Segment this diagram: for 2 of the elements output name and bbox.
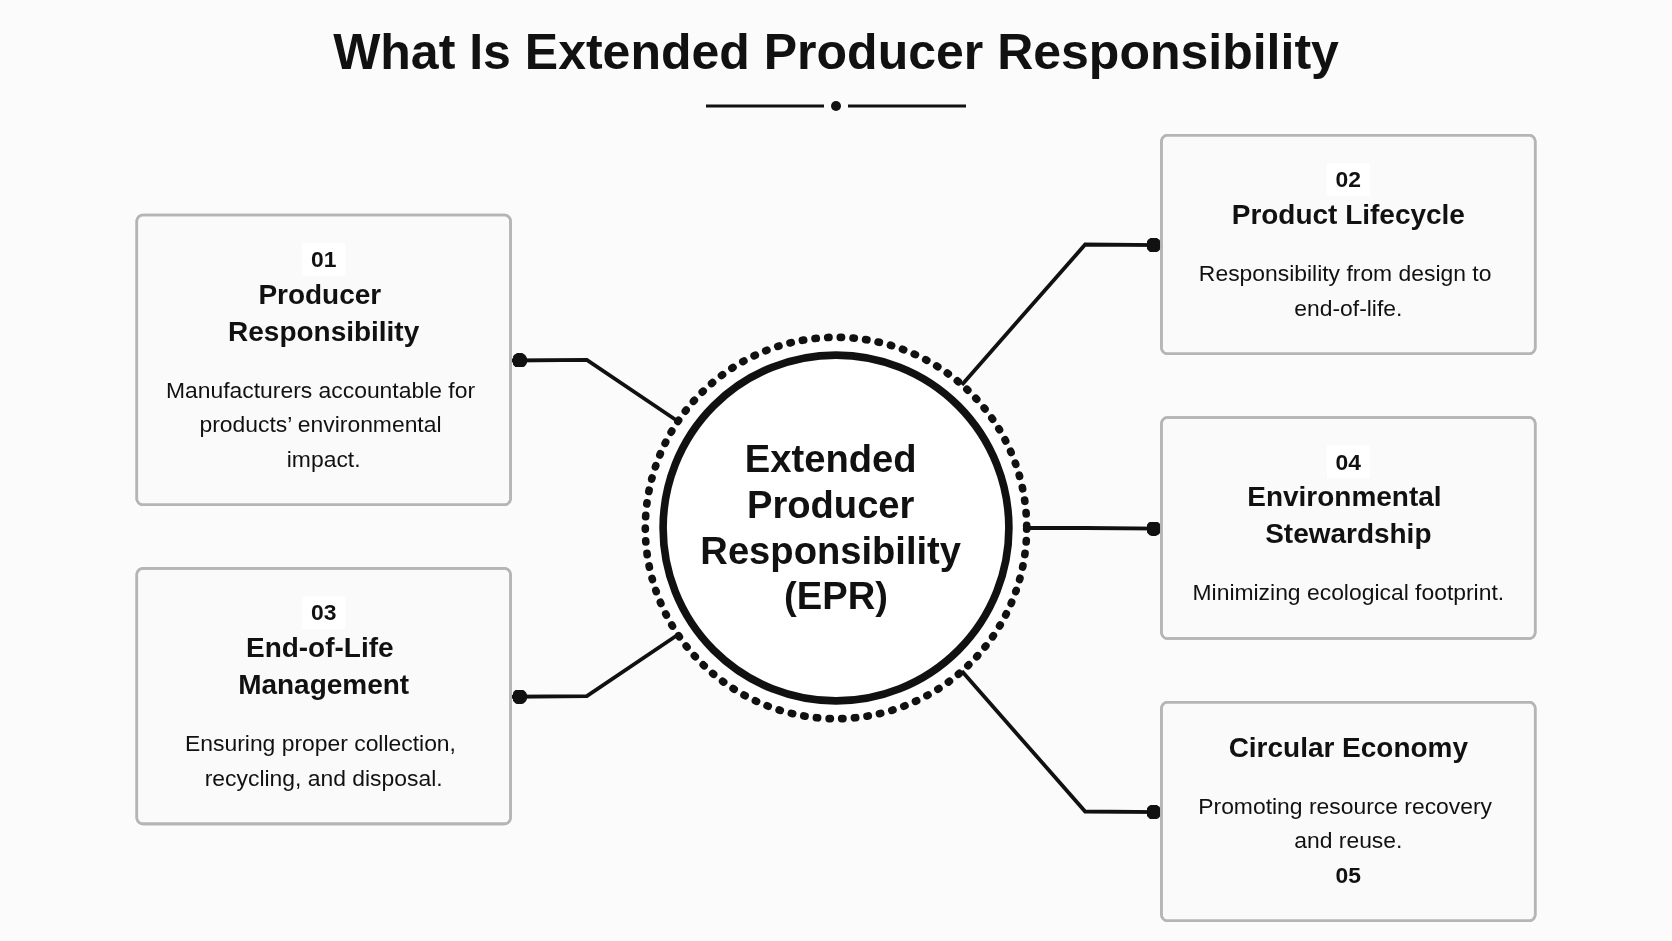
title: What Is Extended Producer Responsibility [332,23,1340,82]
node-label: Extended Producer Responsibility (EPR) [700,437,962,617]
